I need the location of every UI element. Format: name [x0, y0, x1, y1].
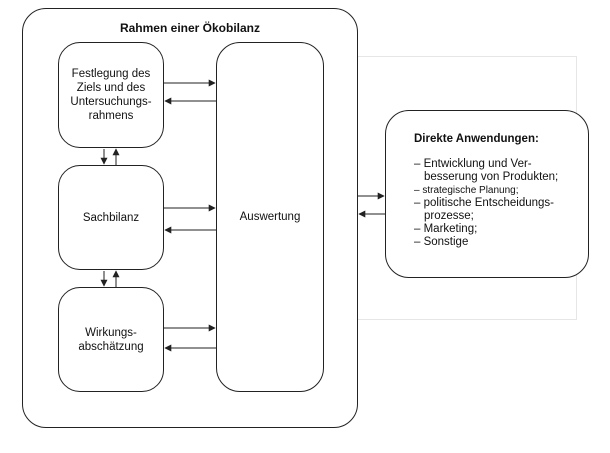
- node-goal-scope: Festlegung des Ziels und des Untersuchun…: [58, 42, 164, 148]
- application-item: strategische Planung;: [414, 184, 588, 197]
- applications-title: Direkte Anwendungen:: [414, 133, 539, 145]
- application-item: Marketing;: [414, 223, 588, 236]
- applications-box: Direkte Anwendungen: Entwicklung und Ver…: [385, 110, 589, 278]
- application-item: Entwicklung und Ver- besserung von Produ…: [414, 158, 588, 184]
- application-item: Sonstige: [414, 236, 588, 249]
- node-inventory: Sachbilanz: [58, 165, 164, 270]
- node-impact-assessment: Wirkungs- abschätzung: [58, 287, 164, 392]
- frame-title: Rahmen einer Ökobilanz: [119, 21, 261, 35]
- applications-list: Entwicklung und Ver- besserung von Produ…: [414, 158, 588, 249]
- application-item: politische Entscheidungs- prozesse;: [414, 197, 588, 223]
- node-interpretation: Auswertung: [216, 42, 324, 392]
